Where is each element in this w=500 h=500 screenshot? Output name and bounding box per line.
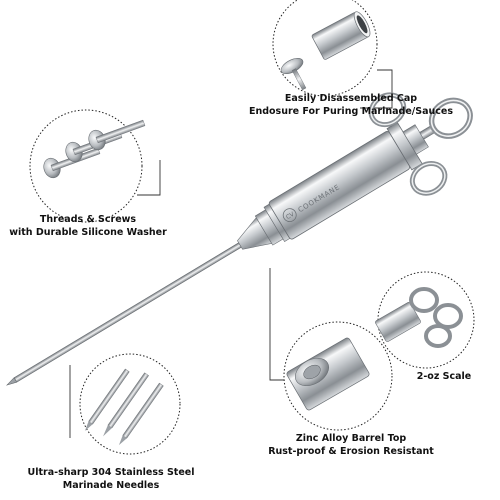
callout-needles-line1: Ultra-sharp 304 Stainless Steel	[27, 467, 195, 478]
finger-ring-right	[409, 160, 448, 196]
callout-cap-label: Easily Disassembled Cap Endosure For Pur…	[246, 92, 456, 118]
callout-cap-line1: Easily Disassembled Cap	[284, 93, 418, 104]
callout-needles-line2: Marinade Needles	[62, 480, 160, 491]
callout-scale-label: 2-oz Scale	[404, 370, 484, 383]
detail-circle-scale	[375, 271, 475, 369]
detail-circle-cap	[272, 0, 378, 97]
finger-ring-left	[368, 92, 407, 128]
detail-circle-needles	[79, 353, 181, 455]
callout-barrel-line2: Rust-proof & Erosion Resistant	[268, 446, 434, 457]
detail-circle-threads	[29, 109, 146, 223]
callout-threads-line1: Threads & Screws	[39, 214, 137, 225]
leader-line-threads	[137, 160, 161, 196]
brand-logo	[282, 208, 297, 223]
main-injector: CV COOKMANE	[5, 92, 473, 386]
callout-barrel-label: Zinc Alloy Barrel Top Rust-proof & Erosi…	[256, 432, 446, 458]
callout-scale-line1: 2-oz Scale	[416, 371, 472, 382]
leader-line-cap	[360, 69, 393, 109]
callout-threads-label: Threads & Screws with Durable Silicone W…	[0, 213, 176, 239]
callout-needles-label: Ultra-sharp 304 Stainless Steel Marinade…	[4, 466, 218, 492]
callout-cap-line2: Endosure For Puring Marinade/Sauces	[248, 106, 454, 117]
injector-barrel	[268, 131, 411, 240]
callout-barrel-line1: Zinc Alloy Barrel Top	[295, 433, 407, 444]
detail-circle-barrel	[283, 321, 393, 431]
brand-logo-mark: CV	[285, 210, 296, 221]
callout-threads-line2: with Durable Silicone Washer	[9, 227, 167, 238]
leader-line-barrel	[269, 268, 289, 381]
thumb-ring	[428, 97, 473, 139]
